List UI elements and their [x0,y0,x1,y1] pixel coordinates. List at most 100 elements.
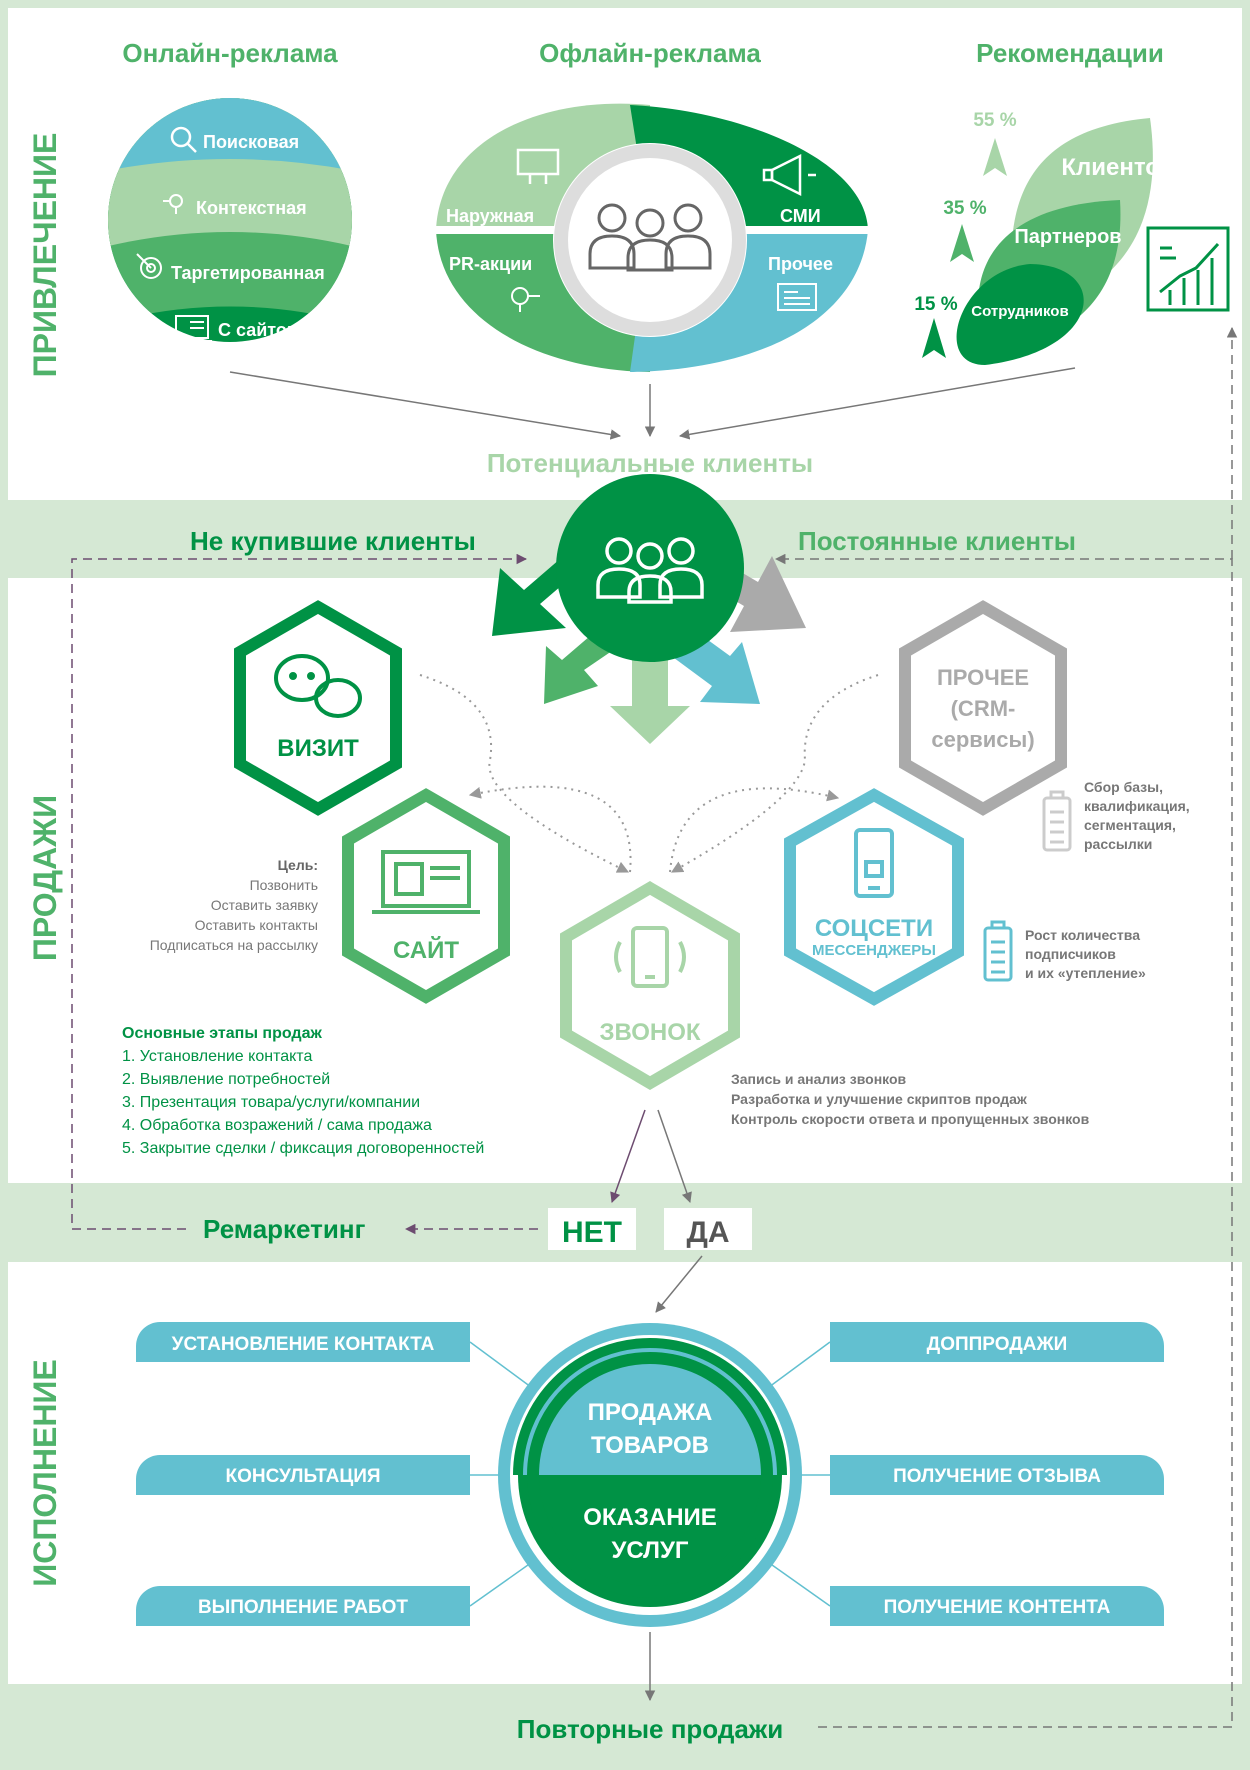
arrow-55-icon [983,138,1007,176]
visit-label: ВИЗИТ [277,735,359,762]
sale-goods-label-1: ПРОДАЖА [588,1399,713,1426]
section-title-execution: ИСПОЛНЕНИЕ [27,1359,63,1587]
crm-note: рассылки [1084,836,1152,852]
rec-partners: Партнеров [1014,226,1121,248]
pill-left-3-label: ВЫПОЛНЕНИЕ РАБОТ [198,1597,408,1618]
offline-ads-title: Офлайн-реклама [539,38,761,68]
people-group-icon [588,203,712,272]
lightbulb-icon [163,194,183,214]
smartphone-like-icon [854,828,894,898]
site-label: САЙТ [393,936,459,964]
connector-right-1 [764,1341,831,1391]
other-label-1: ПРОЧЕЕ [937,665,1029,690]
sales-stages-title: Основные этапы продаж [122,1025,322,1042]
crm-note: сегментация, [1084,817,1176,833]
pill-left-3 [136,1586,470,1626]
sales-panel [8,578,1242,1183]
hex-visit [234,600,402,816]
offline-pr: PR-акции [449,254,532,274]
sales-stage: 3. Презентация товара/услуги/компании [122,1094,420,1111]
battery-grey-icon [1042,790,1072,852]
clients-hub-icon [596,537,704,604]
remarketing-label: Ремаркетинг [203,1214,366,1244]
pill-right-2 [830,1455,1164,1495]
search-icon [170,126,197,153]
calls-note: Разработка и улучшение скриптов продаж [731,1091,1028,1107]
goal-title: Цель: [278,857,318,873]
hex-call [560,881,740,1090]
offline-other: Прочее [768,254,833,274]
rec-pct-55: 55 % [973,110,1016,131]
phone-ringing-icon [614,926,686,988]
offline-media: СМИ [780,206,821,226]
recommendations-title: Рекомендации [976,38,1164,68]
hex-other [899,600,1067,816]
sales-stage: 2. Выявление потребностей [122,1071,330,1088]
pill-left-1-label: УСТАНОВЛЕНИЕ КОНТАКТА [172,1334,435,1355]
pill-right-3 [830,1586,1164,1626]
connector-right-3 [764,1559,831,1607]
offline-outdoor: Наружная [446,206,534,226]
online-item-contextual: Контекстная [196,198,307,218]
website-icon [172,315,212,342]
dotted-visit-call [419,674,630,873]
arrow-online-to-potential [229,371,622,440]
online-item-targeted: Таргетированная [171,263,325,283]
dashed-remarketing-loop [71,553,528,1230]
yes-label: ДА [686,1216,729,1249]
yes-box [664,1208,752,1250]
rec-clients: Клиентов [1061,154,1174,181]
sales-stage: 4. Обработка возражений / сама продажа [122,1117,432,1134]
services-label-1: ОКАЗАНИЕ [583,1504,717,1531]
other-label-3: сервисы) [931,727,1034,752]
calls-note: Запись и анализ звонков [731,1071,907,1087]
laptop-icon [372,850,480,914]
pill-left-2 [136,1455,470,1495]
no-box [548,1208,636,1250]
pill-right-3-label: ПОЛУЧЕНИЕ КОНТЕНТА [884,1597,1111,1618]
billboard-icon [516,148,560,184]
dashed-repeat-loop [774,553,1233,1728]
connector-left-1 [469,1341,536,1391]
megaphone-icon [762,153,816,197]
calls-note: Контроль скорости ответа и пропущенных з… [731,1111,1090,1127]
pill-right-2-label: ПОЛУЧЕНИЕ ОТЗЫВА [893,1466,1101,1487]
rec-pct-15: 15 % [914,294,957,315]
regular-clients-label: Постоянные клиенты [798,526,1076,556]
services-label-2: УСЛУГ [611,1537,688,1564]
not-bought-clients-label: Не купившие клиенты [190,526,476,556]
section-title-attraction: ПРИВЛЕЧЕНИЕ [27,133,63,378]
arrow-recommend-to-potential [678,367,1076,440]
dotted-site-up [468,785,632,873]
growth-chart-icon [1146,226,1230,312]
goal-item: Позвонить [250,877,318,893]
execution-circle [498,1323,802,1627]
pill-right-1-label: ДОППРОДАЖИ [927,1334,1068,1355]
online-item-websites: С сайтов [218,320,298,340]
social-note: Рост количества [1025,927,1140,943]
leaf-employees [956,264,1084,365]
rec-pct-35: 35 % [943,198,986,219]
chat-bubbles-icon [274,654,362,718]
crm-note: Сбор базы, [1084,779,1163,795]
sales-stage: 5. Закрытие сделки / фиксация договоренн… [122,1140,484,1157]
repeat-sales-label: Повторные продажи [517,1714,783,1744]
rec-employees: Сотрудников [971,303,1068,320]
battery-teal-icon [983,920,1013,982]
arrow-yes-to-execution [655,1255,703,1313]
sale-goods-label-2: ТОВАРОВ [591,1432,709,1459]
social-label: СОЦСЕТИ [815,915,933,942]
goal-item: Оставить контакты [195,917,318,933]
online-ads-title: Онлайн-реклама [122,38,338,68]
other-label-2: (CRM- [951,696,1016,721]
social-note: подписчиков [1025,946,1116,962]
goal-item: Оставить заявку [211,897,318,913]
target-icon [136,253,162,279]
arrow-call-to-no [610,1109,646,1203]
arrow-15-icon [922,318,946,358]
pill-left-1 [136,1322,470,1362]
pill-left-2-label: КОНСУЛЬТАЦИЯ [225,1466,380,1487]
arrow-call-to-yes [657,1109,692,1203]
no-label: НЕТ [562,1216,622,1249]
